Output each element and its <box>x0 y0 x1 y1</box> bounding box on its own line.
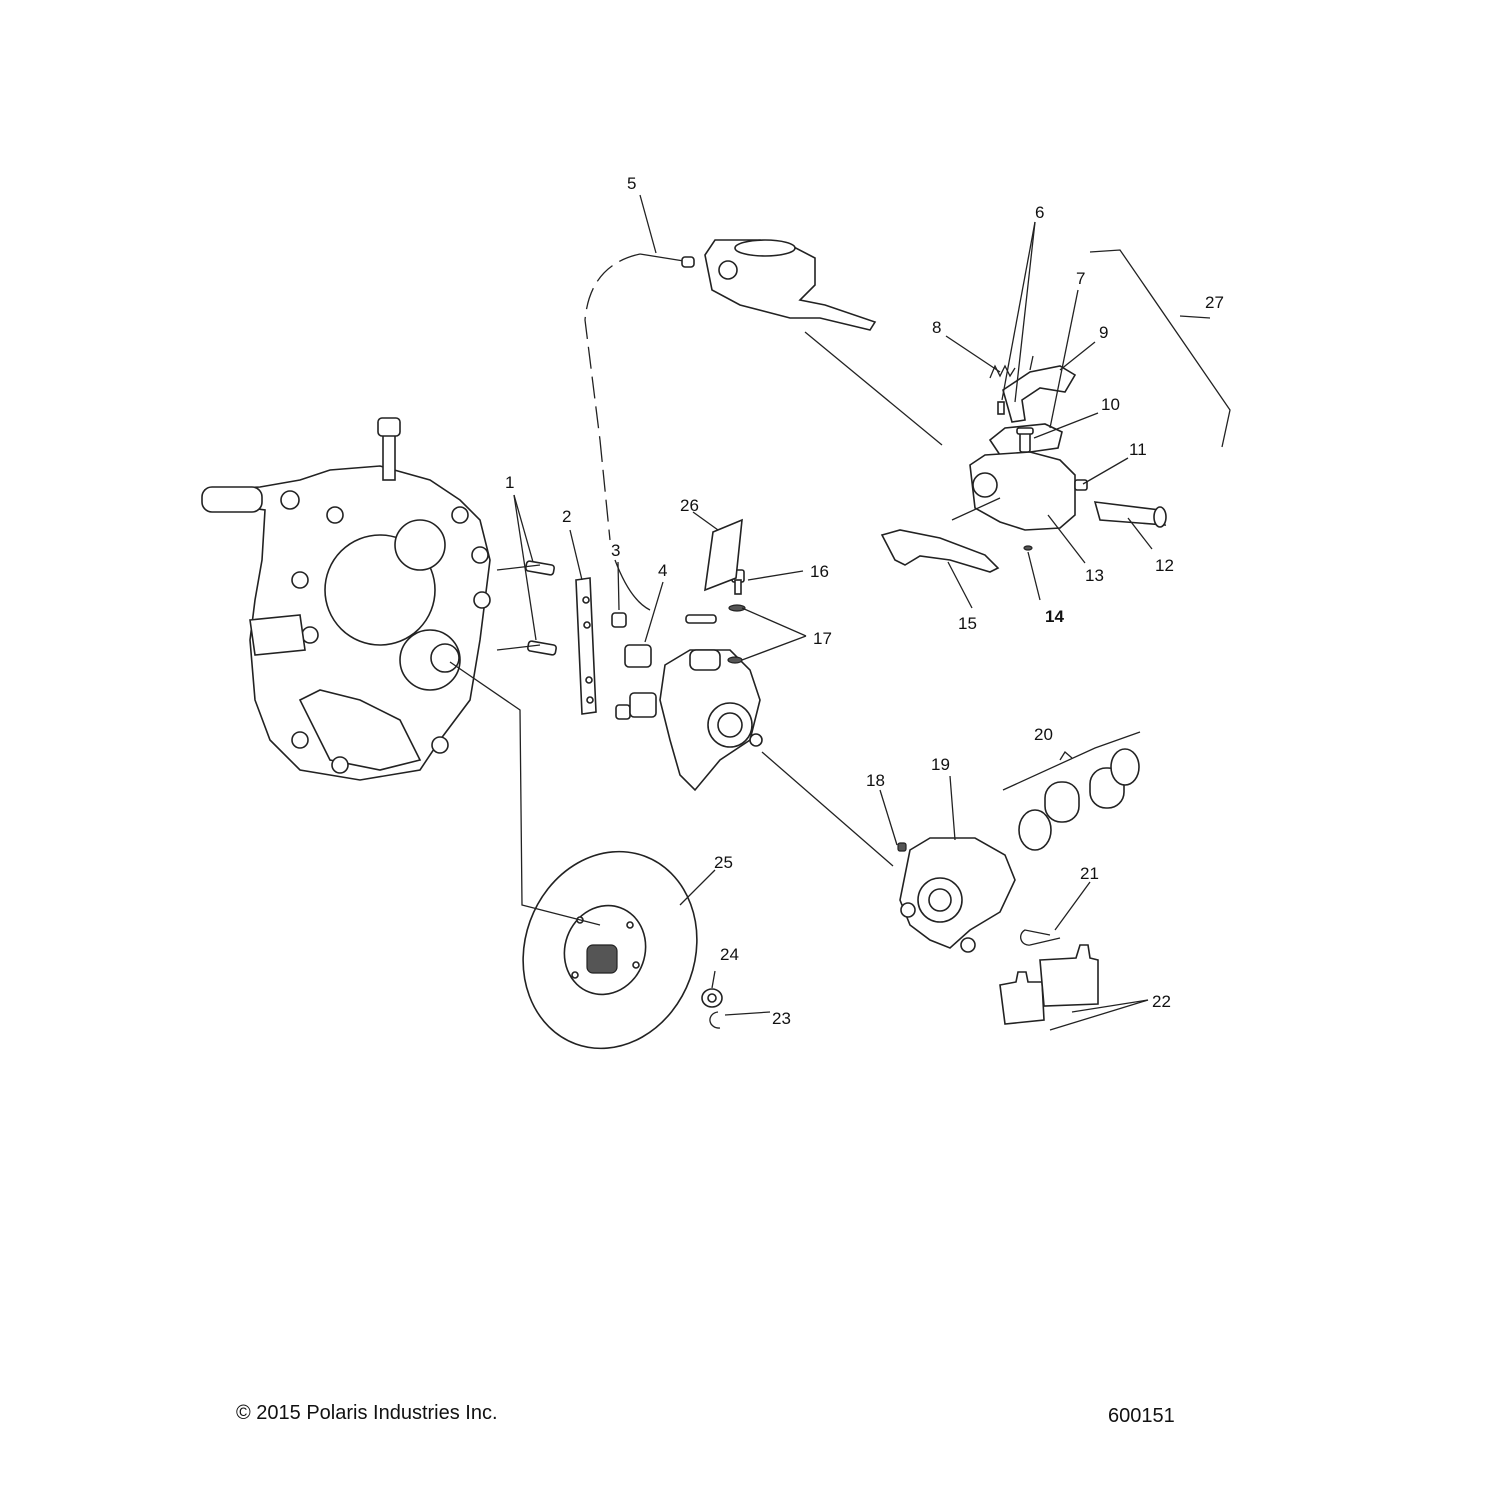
o-ring-small <box>1023 545 1033 551</box>
callout-7: 7 <box>1076 269 1085 288</box>
callout-19: 19 <box>931 755 950 774</box>
callout-8: 8 <box>932 318 941 337</box>
snap-ring <box>709 1011 721 1029</box>
callout-9: 9 <box>1099 323 1108 342</box>
callout-15: 15 <box>958 614 977 633</box>
retaining-clip <box>1020 929 1061 946</box>
callout-18: 18 <box>866 771 885 790</box>
flange-nuts <box>611 612 631 720</box>
callout-3: 3 <box>611 541 620 560</box>
brake-pads <box>999 944 1099 1025</box>
front-caliper <box>899 837 1016 953</box>
callout-24: 24 <box>720 945 739 964</box>
caliper-pistons <box>1018 748 1140 851</box>
callout-13: 13 <box>1085 566 1104 585</box>
rotor-washer <box>701 988 723 1008</box>
callout-17: 17 <box>813 629 832 648</box>
callout-6: 6 <box>1035 203 1044 222</box>
callout-5: 5 <box>627 174 636 193</box>
piston-assembly <box>1093 501 1167 528</box>
callout-27: 27 <box>1205 293 1224 312</box>
spacers <box>624 644 657 718</box>
leader-lines <box>449 194 1231 1031</box>
crush-washers <box>727 604 746 664</box>
callout-21: 21 <box>1080 864 1099 883</box>
heat-shield <box>704 518 743 592</box>
callout-26: 26 <box>680 496 699 515</box>
callout-10: 10 <box>1101 395 1120 414</box>
callout-23: 23 <box>772 1009 791 1028</box>
brake-lever <box>880 529 1000 573</box>
pivot-bolt <box>1016 427 1034 453</box>
rear-caliper <box>659 649 763 792</box>
figure-number: 600151 <box>1108 1405 1175 1427</box>
callout-14: 14 <box>1045 607 1064 626</box>
lever-assembly-small <box>1002 365 1077 423</box>
callout-11: 11 <box>1129 440 1147 459</box>
copyright-notice: © 2015 Polaris Industries Inc. <box>236 1402 498 1424</box>
brake-line <box>584 253 717 624</box>
bleeder-screw <box>897 842 907 852</box>
master-cylinder-body <box>969 451 1088 531</box>
callout-2: 2 <box>562 507 571 526</box>
callout-16: 16 <box>810 562 829 581</box>
mounting-bolts <box>525 560 557 656</box>
callout-25: 25 <box>714 853 733 872</box>
callout-labels: 1 2 3 4 5 6 7 8 9 10 11 12 13 14 15 16 1… <box>505 174 1224 1028</box>
master-cylinder-assembled <box>704 239 877 331</box>
callout-4: 4 <box>658 561 667 580</box>
callout-12: 12 <box>1155 556 1174 575</box>
mounting-bracket <box>575 577 597 715</box>
callout-20: 20 <box>1034 725 1053 744</box>
callout-1: 1 <box>505 473 514 492</box>
brake-rotor <box>522 850 698 1050</box>
gearcase-assembly <box>201 417 491 781</box>
callout-22: 22 <box>1152 992 1171 1011</box>
